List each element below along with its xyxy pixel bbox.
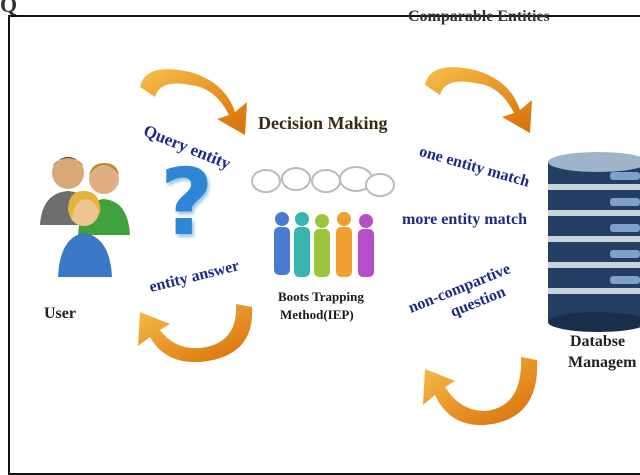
decision-making-title: Decision Making xyxy=(258,113,388,133)
database-line1: Databse xyxy=(570,333,626,350)
discussion-people-icon xyxy=(251,166,395,277)
comparable-entities-label: Comparable Entities xyxy=(408,8,550,25)
question-mark-icon: ? xyxy=(160,149,214,256)
one-entity-match-label: one entity match xyxy=(417,143,532,191)
arrow-bottom-right xyxy=(423,357,538,426)
cropped-title-letter: Q xyxy=(0,0,18,17)
user-group-icon xyxy=(40,157,130,277)
database-icon xyxy=(548,152,640,332)
arrow-top-right xyxy=(425,67,532,133)
user-label: User xyxy=(44,305,76,322)
more-entity-match-label: more entity match xyxy=(402,211,527,228)
method-line2: Method(IEP) xyxy=(280,307,354,322)
diagram-frame: Comparable Entities ? xyxy=(8,8,640,475)
arrow-bottom-left xyxy=(138,304,253,363)
method-line1: Boots Trapping xyxy=(278,289,364,304)
database-line2: Managem xyxy=(568,354,637,371)
arrow-top-left xyxy=(140,69,247,135)
